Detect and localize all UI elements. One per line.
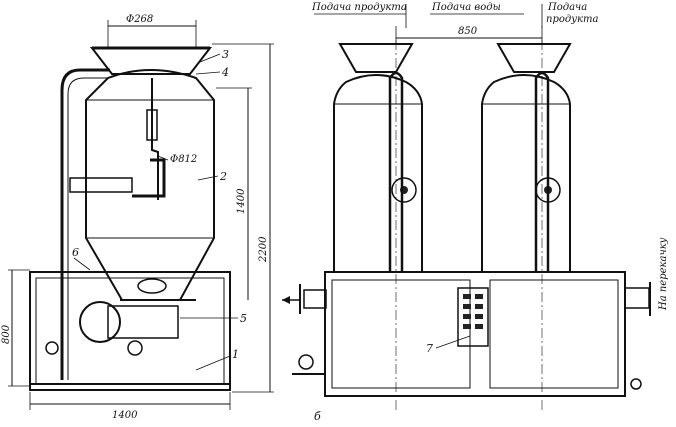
label-product-feed-right-2: продукта — [546, 14, 598, 25]
right-outlet-pipe — [624, 287, 650, 309]
dim-width-base: 1400 — [112, 410, 138, 421]
right-cabinet-panel-left — [331, 279, 471, 389]
leader-4 — [195, 71, 221, 75]
part-number-5: 5 — [240, 312, 247, 325]
part-number-2: 2 — [219, 170, 227, 183]
leader-6 — [73, 257, 91, 271]
right-funnel-left — [338, 43, 414, 73]
left-tank-hatch — [137, 278, 167, 294]
left-drain-valve — [45, 341, 59, 355]
leader-7 — [435, 335, 471, 349]
leader-1 — [195, 355, 231, 371]
right-tank-right — [481, 74, 571, 273]
left-riser-pipe-inner — [67, 77, 110, 380]
left-inner-pipe — [151, 78, 159, 200]
left-tank-body — [85, 69, 215, 301]
left-inner-filter — [146, 109, 158, 141]
left-view: Φ268 Φ812 1400 2200 1400 800 3 4 2 6 5 1 — [1, 14, 274, 421]
dim-spacing: 850 — [458, 26, 478, 37]
dim-height-total: 2200 — [258, 236, 269, 263]
leader-3 — [199, 53, 221, 63]
left-elbow-pipe — [132, 158, 166, 198]
left-riser-pipe — [60, 68, 110, 380]
leader-812 — [157, 155, 169, 161]
right-bottom-valve — [630, 378, 642, 390]
right-drain-valve — [298, 354, 314, 370]
label-water-feed: Подача воды — [431, 2, 501, 13]
part-number-6: 6 — [72, 246, 79, 259]
part-number-1: 1 — [232, 348, 239, 361]
control-panel — [457, 287, 489, 347]
right-inlet-pipe — [303, 289, 327, 309]
left-base-inner — [35, 277, 225, 385]
part-number-7: 7 — [426, 342, 433, 355]
left-base-frame — [29, 271, 231, 391]
label-product-feed-right-1: Подача — [547, 2, 587, 13]
right-tank-left-gauge — [391, 177, 417, 203]
left-pump-housing — [79, 301, 121, 343]
right-cabinet-panel-right — [489, 279, 619, 389]
view-caption-b: б — [314, 410, 321, 423]
leader-2 — [197, 175, 219, 181]
right-funnel-right — [496, 43, 572, 73]
dim-height-base: 800 — [1, 324, 12, 344]
left-pump-valve — [127, 340, 143, 356]
left-side-bracket — [69, 177, 133, 193]
right-view: Подача продукта Подача воды Подача проду… — [282, 2, 669, 423]
left-pump-motor — [107, 305, 179, 339]
part-number-4: 4 — [221, 66, 229, 79]
right-base-cabinet — [324, 271, 626, 397]
control-panel-buttons — [463, 294, 483, 329]
label-product-feed-left: Подача продукта — [311, 2, 407, 13]
right-tank-left — [333, 74, 423, 273]
dim-inner-diameter: Φ812 — [170, 154, 197, 165]
dim-height-tank: 1400 — [236, 188, 247, 214]
dim-top-diameter: Φ268 — [126, 14, 153, 25]
right-inlet-arrowhead — [282, 296, 290, 304]
label-to-pump: На перекачку — [658, 237, 669, 311]
part-number-3: 3 — [222, 48, 229, 61]
